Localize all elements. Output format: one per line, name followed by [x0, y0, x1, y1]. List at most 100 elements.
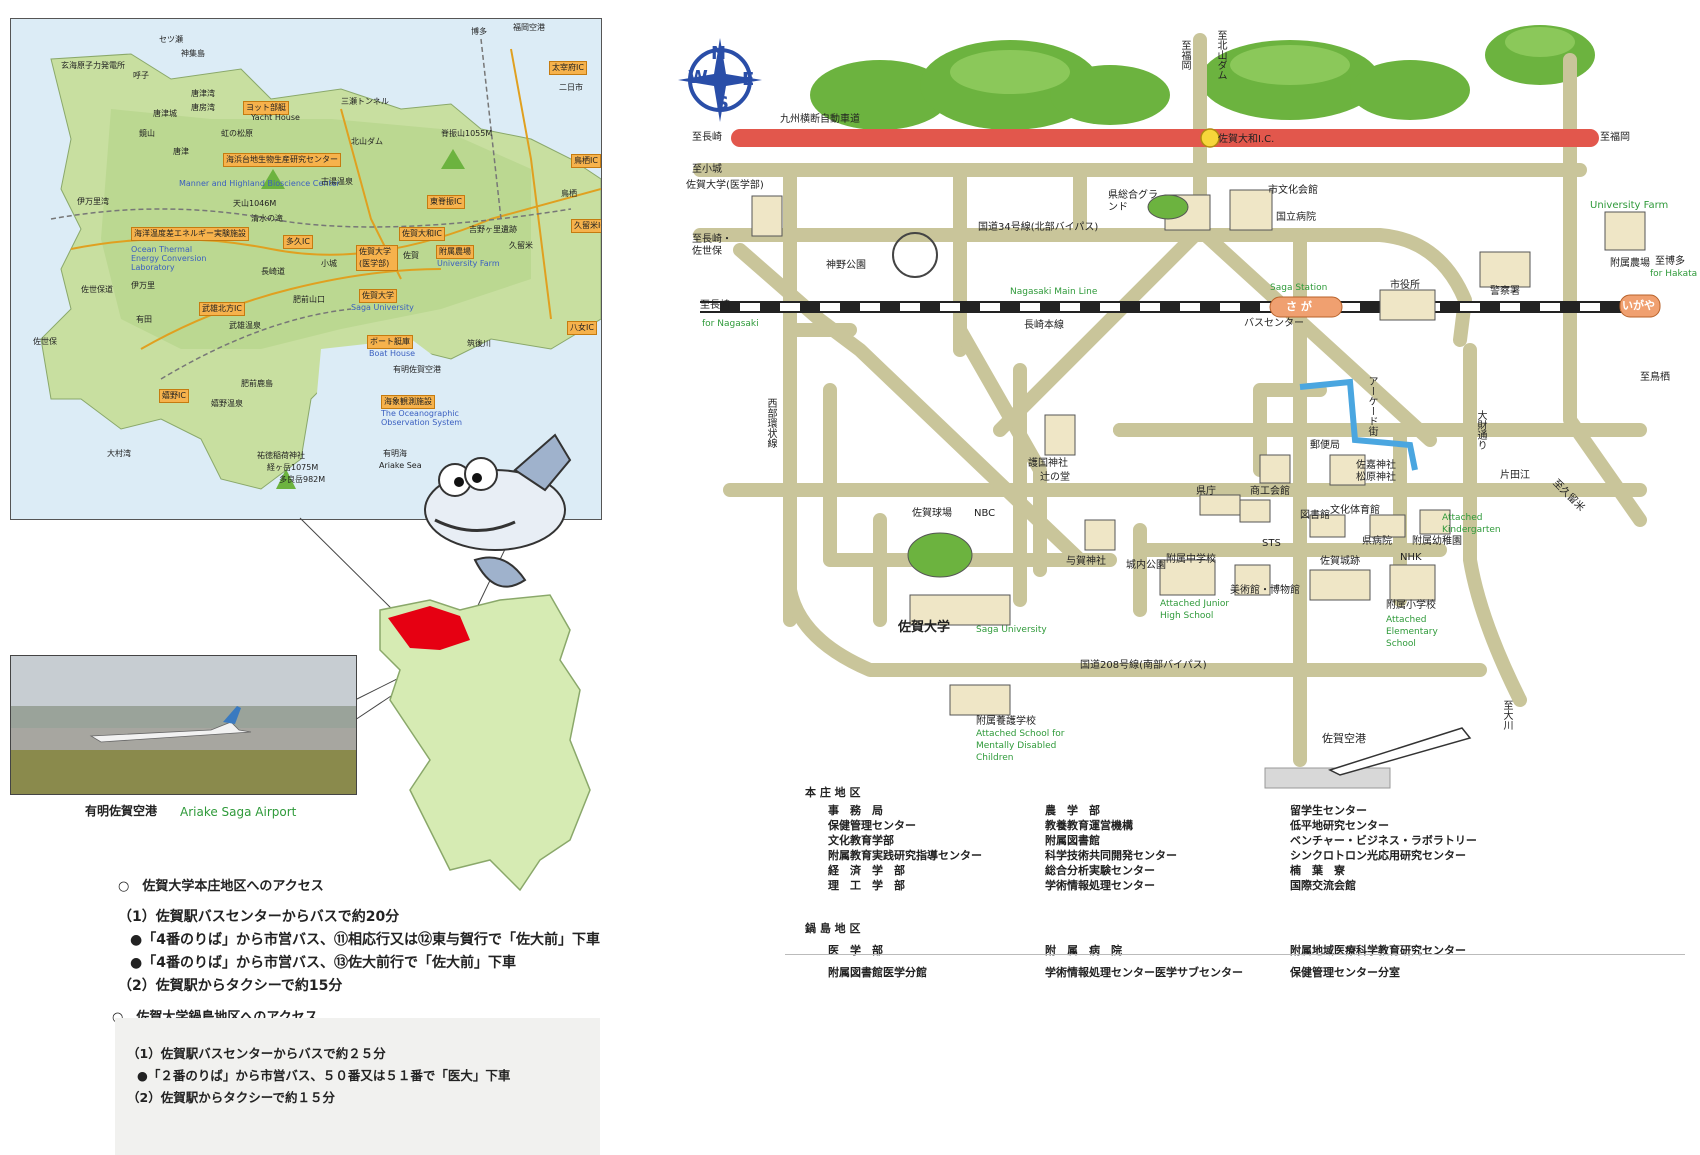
map-place: 多良岳982M: [279, 475, 326, 484]
facility-item: 理 工 学 部: [828, 879, 905, 892]
facility-column: 農 学 部 教養教育運営機構 附属図書館 科学技術共同開発センター 総合分析実験…: [1045, 802, 1285, 892]
place-label: 県総合グランド: [1108, 190, 1158, 213]
place-label: バスセンター: [1244, 318, 1304, 329]
map-place: 海浜台地生物生産研究センター: [223, 153, 341, 167]
map-place: 唐津湾: [191, 89, 215, 98]
place-label-en: Attached Kindergarten: [1442, 513, 1501, 535]
map-place: 三瀬トンネル: [341, 97, 389, 106]
place-label: 附属農場: [1610, 258, 1650, 269]
map-place: 東脊振IC: [427, 195, 465, 209]
place-label: 市役所: [1390, 280, 1420, 291]
place-label: STS: [1262, 538, 1281, 549]
map-place: 唐津城: [153, 109, 177, 118]
facility-item: 医 学 部: [828, 944, 883, 957]
campus-label: 佐賀大学: [898, 620, 951, 635]
map-place: Boat House: [369, 349, 416, 358]
compass-icon: [678, 38, 762, 122]
road-label: 至長崎: [692, 132, 722, 143]
facility-column: 留学生センター 低平地研究センター ベンチャー・ビジネス・ラボラトリー シンクロ…: [1290, 802, 1530, 892]
place-label-en: Attached Elementary School: [1386, 615, 1438, 649]
map-place: 唐房湾: [191, 103, 215, 112]
facility-item: 附属地域医療科学教育研究センター: [1290, 944, 1466, 957]
place-label: 文化体育館: [1330, 505, 1380, 516]
access-line: （2）佐賀駅からタクシーで約15分: [118, 978, 343, 994]
airplane-icon: [1328, 727, 1472, 776]
map-place: Manner and Highland Bioscience Center: [179, 179, 340, 188]
place-label-en: Attached School for Mentally Disabled Ch…: [976, 729, 1065, 763]
map-place: ヨット部艇: [243, 101, 289, 115]
map-place: The Oceanographic Observation System: [381, 409, 463, 427]
road-label: 至福岡: [1600, 132, 1630, 143]
map-place: 神集島: [181, 49, 205, 58]
road-label: 至福岡: [1179, 40, 1190, 70]
map-place: 佐賀大学: [359, 289, 397, 303]
road-label: 至長崎: [700, 300, 730, 311]
map-place: ボート艇庫: [367, 335, 413, 349]
photo-caption-en: Ariake Saga Airport: [180, 805, 297, 819]
access-line: （1）佐賀駅バスセンターからバスで約２５分: [127, 1046, 386, 1061]
map-place: 伊万里湾: [77, 197, 109, 206]
facility-item: 経 済 学 部: [828, 864, 905, 877]
place-label: 県庁: [1196, 486, 1216, 497]
regional-map-canvas: [40, 38, 601, 499]
map-place: 佐世保: [33, 337, 57, 346]
map-place: 吉野ヶ里遺跡: [469, 225, 517, 234]
map-place: 鳥栖IC: [571, 154, 601, 168]
map-place: 唐津: [173, 147, 189, 156]
place-label-en: University Farm: [1590, 200, 1669, 211]
map-place: 嬉野温泉: [211, 399, 243, 408]
map-place: 久留米IC: [571, 219, 601, 233]
place-label: アーケード街: [1366, 376, 1377, 436]
map-place: 天山1046M: [233, 199, 277, 208]
map-place: 八女IC: [567, 321, 597, 335]
map-place: 玄海原子力発電所: [61, 61, 125, 70]
rail-label-en: Nagasaki Main Line: [1010, 287, 1098, 297]
facility-item: 保健管理センター分室: [1290, 966, 1400, 979]
map-place: 海象観測施設: [381, 395, 435, 409]
map-place: 肥前山口: [293, 295, 325, 304]
facility-item: 附属教育実践研究指導センター: [828, 849, 982, 862]
map-place: 清水の滝: [251, 214, 283, 223]
facility-item: 学術情報処理センター: [1045, 879, 1155, 892]
map-place: 博多: [471, 27, 487, 36]
facility-column: 事 務 局 保健管理センター 文化教育学部 附属教育実践研究指導センター 経 済…: [828, 802, 1068, 892]
place-label: 佐賀空港: [1322, 732, 1366, 745]
map-place: 呼子: [133, 71, 149, 80]
map-place: Ocean Thermal Energy Conversion Laborato…: [131, 245, 207, 272]
facility-item: 保健管理センター: [828, 819, 916, 832]
map-place: 長崎道: [261, 267, 285, 276]
compass-e: E: [742, 69, 755, 90]
place-label: 市文化会館: [1268, 185, 1318, 196]
access-line: ●「4番のりば」から市営バス、⑬佐大前行で「佐大前」下車: [130, 955, 516, 971]
map-place: 海洋温度差エネルギー実験施設: [131, 227, 249, 241]
map-place: 大村湾: [107, 449, 131, 458]
map-place: 小城: [321, 259, 337, 268]
road-label: 西部環状線: [765, 398, 776, 448]
road-label-en: for Nagasaki: [702, 319, 759, 329]
road-label-en: for Hakata: [1650, 269, 1698, 279]
place-label: 附属小学校: [1386, 600, 1436, 611]
map-place: 祐徳稲荷神社: [257, 451, 305, 460]
map-place: 虹の松原: [221, 129, 253, 138]
facility-item: ベンチャー・ビジネス・ラボラトリー: [1290, 834, 1477, 847]
road-label: 佐賀大和I.C.: [1218, 134, 1275, 145]
facility-item: 附属図書館: [1045, 834, 1100, 847]
regional-map: セツ瀬 神集島 玄海原子力発電所 呼子 唐津湾 唐房湾 唐津城 ヨット部艇 Ya…: [10, 18, 602, 520]
map-place: セツ瀬: [159, 35, 183, 44]
map-place: 多久IC: [283, 235, 313, 249]
access-honjo: ○ 佐賀大学本庄地区へのアクセス （1）佐賀駅バスセンターからバスで約20分 ●…: [118, 875, 638, 998]
place-label: NHK: [1400, 552, 1422, 563]
map-place: 武雄北方IC: [199, 302, 245, 316]
facility-item: 低平地研究センター: [1290, 819, 1389, 832]
place-label: NBC: [974, 508, 996, 519]
access-line: （1）佐賀駅バスセンターからバスで約20分: [118, 909, 400, 925]
facility-item: 附 属 病 院: [1045, 944, 1122, 957]
road-label: 至長崎・佐世保: [692, 234, 732, 257]
access-nabeshima: （1）佐賀駅バスセンターからバスで約２５分 ●「２番のりば」から市営バス、５０番…: [115, 1018, 600, 1155]
road-label: 至博多: [1655, 256, 1685, 267]
map-place: 佐世保道: [81, 285, 113, 294]
divider: [785, 954, 1685, 955]
map-place: 有明海: [383, 449, 407, 458]
road-label: 至大川: [1501, 700, 1512, 730]
